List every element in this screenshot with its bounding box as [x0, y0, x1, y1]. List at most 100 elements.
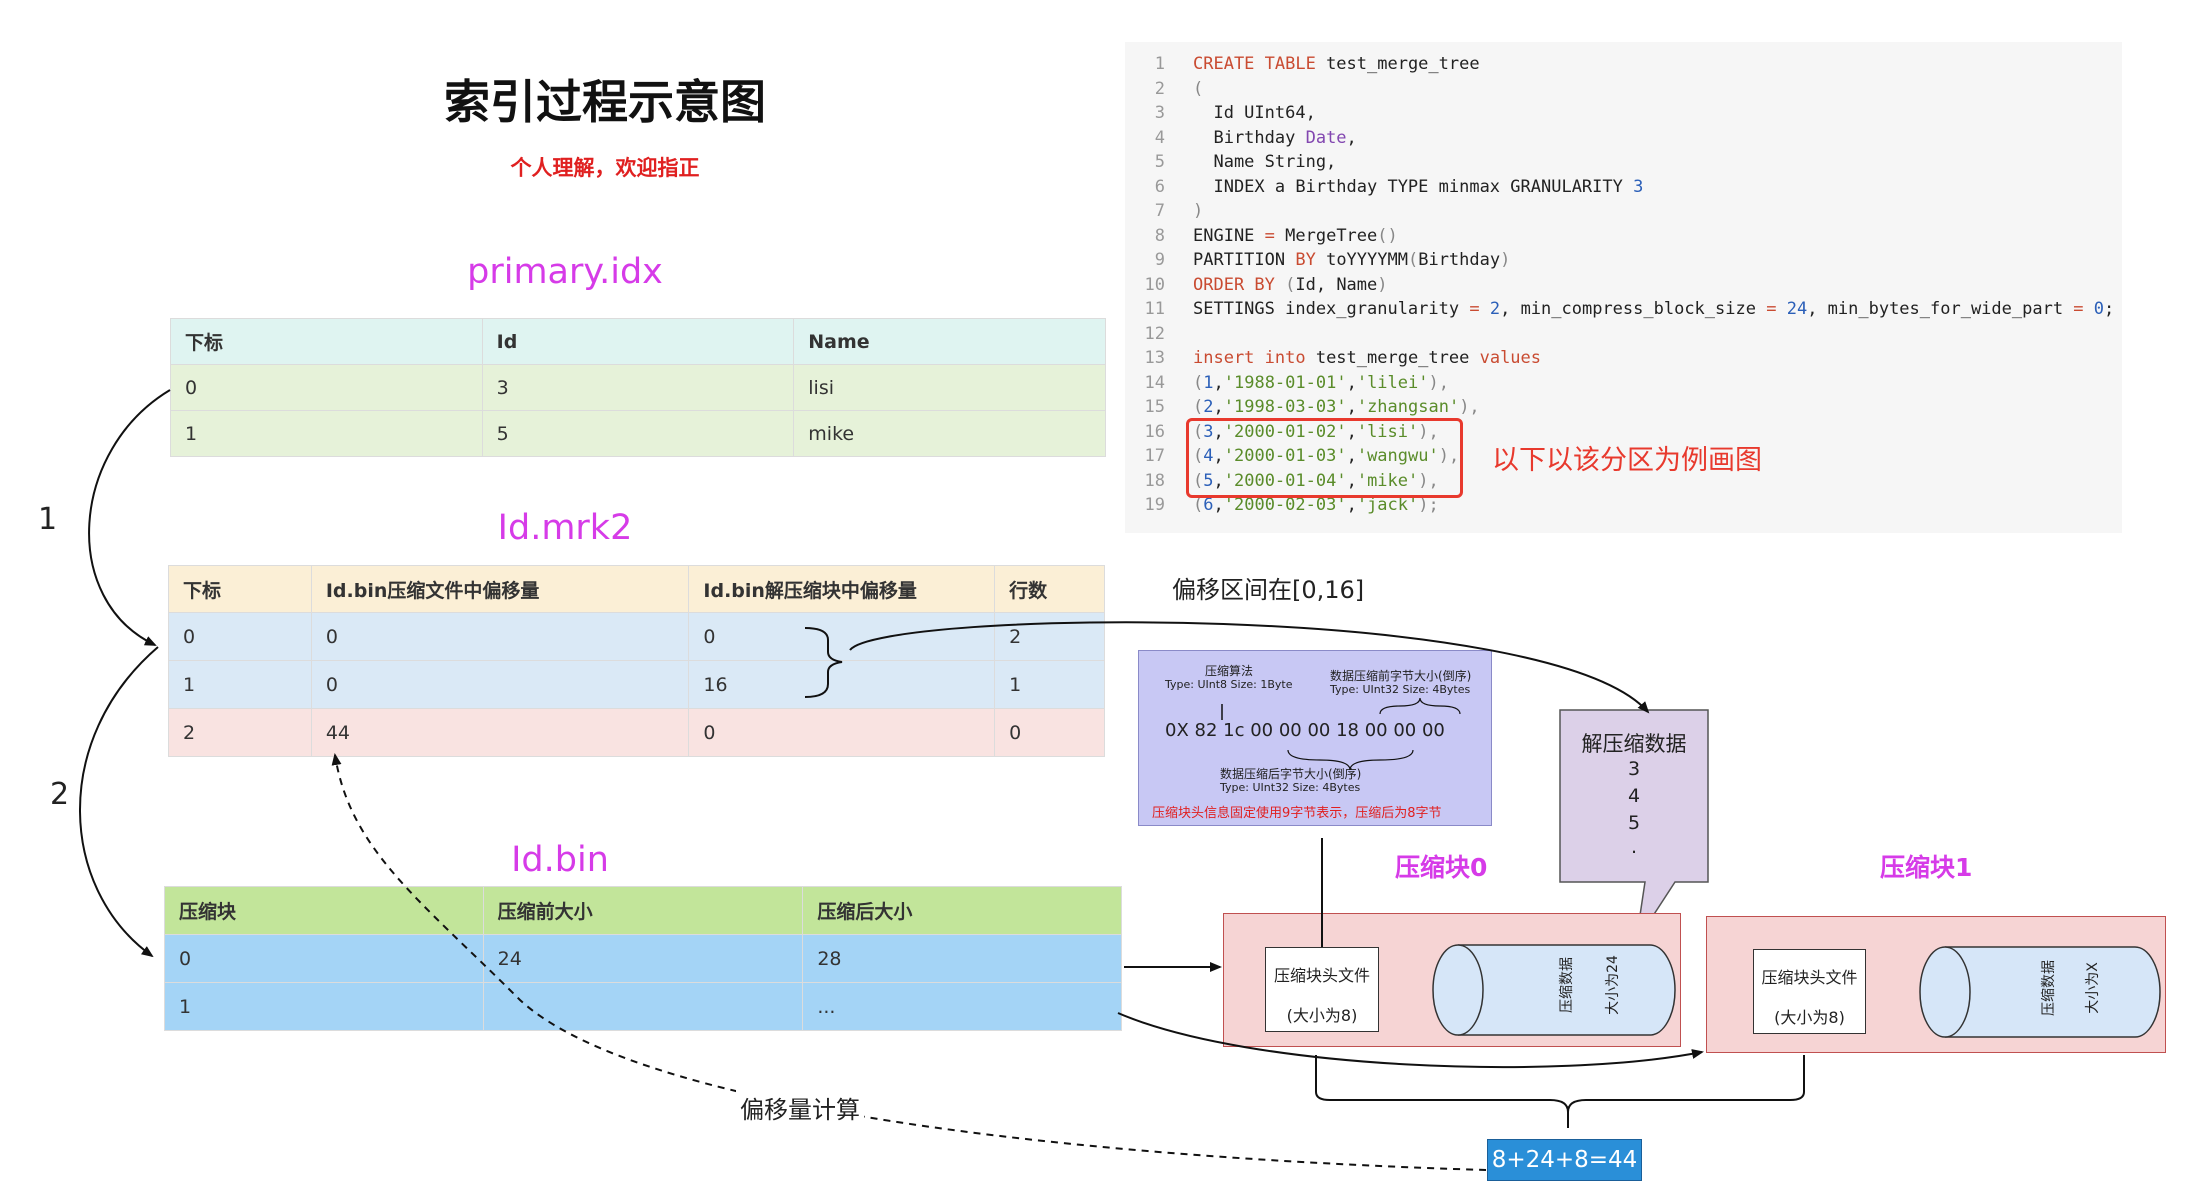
code-line: 14(1,'1988-01-01','lilei'),: [1125, 371, 2122, 396]
header-info-box: [1138, 650, 1492, 826]
code-token: =: [1766, 299, 1777, 319]
code-token: 2: [1489, 299, 1501, 319]
line-number: 8: [1154, 225, 1165, 246]
code-token: toYYYYMM: [1315, 250, 1408, 270]
code-token: '1988-01-01': [1223, 372, 1347, 393]
code-token: 'jack': [1356, 495, 1419, 515]
code-token: '2000-02-03': [1223, 495, 1347, 515]
table-row: 1 ...: [164, 982, 1122, 1031]
code-line: 2(: [1125, 77, 2122, 102]
decompress-label: 解压缩数据: [1581, 732, 1687, 756]
code-token: (: [1193, 397, 1204, 417]
code-token: ,: [1213, 446, 1224, 466]
code-token: ,: [1213, 421, 1224, 442]
code-token: (: [1193, 495, 1204, 515]
code-token: BY: [1295, 250, 1316, 270]
block1-header-size: (大小为8): [1774, 1008, 1845, 1027]
table-cell: 2: [168, 708, 312, 757]
line-number: 14: [1144, 372, 1165, 393]
arrow-step1: [88, 389, 171, 646]
code-token: (: [1193, 78, 1204, 99]
hex-brace-before: [1379, 697, 1461, 715]
code-token: test_merge_tree: [1326, 54, 1480, 74]
sum-box: 8+24+8=44: [1487, 1139, 1642, 1181]
code-token: (: [1193, 372, 1204, 393]
primary-idx-table: 下标 Id Name 0 3 lisi 1 5 mike: [170, 318, 1106, 457]
code-token: SETTINGS index_granularity: [1193, 299, 1470, 319]
primary-idx-title: primary.idx: [467, 252, 663, 292]
code-token: ): [1193, 201, 1204, 221]
code-token: MergeTree: [1274, 225, 1378, 246]
table-cell: 1: [994, 660, 1105, 709]
arrow-offset-calc: [331, 753, 1487, 1171]
block0-data-label: 压缩数据: [1559, 957, 1575, 1013]
code-token: ,: [1213, 495, 1224, 515]
block0-header-label: 压缩块头文件: [1273, 966, 1370, 985]
code-token: Birthday: [1418, 250, 1501, 270]
code-token: INDEX a Birthday TYPE minmax GRANULARITY: [1193, 176, 1634, 197]
table-row: 0 3 lisi: [170, 364, 1106, 411]
line-number: 16: [1144, 421, 1165, 442]
after-label: 数据压缩后字节大小(倒序): [1220, 767, 1362, 781]
code-token: ,: [1346, 372, 1357, 393]
code-line: 6 INDEX a Birthday TYPE minmax GRANULARI…: [1125, 175, 2122, 200]
code-token: 'mike': [1356, 470, 1419, 491]
code-token: (: [1285, 274, 1296, 295]
table-header-row: 下标 Id Name: [170, 318, 1106, 365]
code-token: , min_bytes_for_wide_part: [1807, 299, 2074, 319]
code-token: 'zhangsan': [1356, 397, 1460, 417]
table-cell: 1: [164, 982, 484, 1031]
table-cell: 0: [168, 612, 312, 661]
code-token: ,: [1346, 127, 1357, 148]
code-token: Name String,: [1193, 152, 1337, 172]
table-header-row: 下标 Id.bin压缩文件中偏移量 Id.bin解压缩块中偏移量 行数: [168, 565, 1105, 613]
code-line: 17(4,'2000-01-03','wangwu'),: [1125, 444, 2122, 469]
header-cell: Id: [481, 318, 795, 365]
block1-data-size: 大小为X: [2084, 962, 2101, 1014]
header-note: 压缩块头信息固定使用9字节表示，压缩后为8字节: [1152, 806, 1442, 821]
code-token: ;: [2104, 299, 2115, 319]
header-cell: Id.bin压缩文件中偏移量: [310, 565, 690, 613]
code-token: test_merge_tree: [1315, 348, 1480, 368]
code-token: ,: [1213, 372, 1224, 393]
code-token: 24: [1786, 299, 1808, 319]
before-type: Type: UInt32 Size: 4Bytes: [1330, 683, 1471, 696]
arrow-step2: [79, 646, 159, 958]
block1-title: 压缩块1: [1880, 853, 1973, 882]
page-title: 索引过程示意图: [444, 75, 766, 129]
block1-data-cylinder: [1919, 946, 2161, 1038]
line-number: 15: [1144, 397, 1165, 417]
table-cell: [482, 982, 804, 1031]
line-number: 18: [1144, 470, 1165, 491]
code-line: 19(6,'2000-02-03','jack');: [1125, 493, 2122, 518]
code-line: 16(3,'2000-01-02','lisi'),: [1125, 420, 2122, 445]
block0-data-size: 大小为24: [1604, 955, 1621, 1015]
step2-label: 2: [50, 777, 70, 812]
table-cell: 3: [481, 364, 795, 411]
line-number: 19: [1144, 495, 1165, 515]
code-token: ,: [1213, 397, 1224, 417]
code-token: ),: [1418, 470, 1439, 491]
code-token: (): [1377, 225, 1398, 246]
table-row: 2 44 0 0: [168, 708, 1105, 757]
line-number: 3: [1154, 103, 1165, 123]
block1-header-file: 压缩块头文件 (大小为8): [1753, 949, 1866, 1034]
table-row: 1 5 mike: [170, 410, 1106, 457]
code-token: ENGINE: [1193, 225, 1265, 246]
page-subtitle: 个人理解，欢迎指正: [510, 156, 700, 180]
block1-data-label: 压缩数据: [2041, 960, 2057, 1016]
decompress-value: 5: [1627, 812, 1641, 834]
line-number: 6: [1154, 176, 1165, 197]
table-cell: 44: [310, 708, 690, 757]
table-cell: 0: [688, 708, 996, 757]
code-token: ,: [1346, 397, 1357, 417]
table-cell: 1: [170, 410, 483, 457]
table-cell: 16: [688, 660, 996, 709]
code-line: 15(2,'1998-03-03','zhangsan'),: [1125, 395, 2122, 420]
line-number: 5: [1154, 152, 1165, 172]
